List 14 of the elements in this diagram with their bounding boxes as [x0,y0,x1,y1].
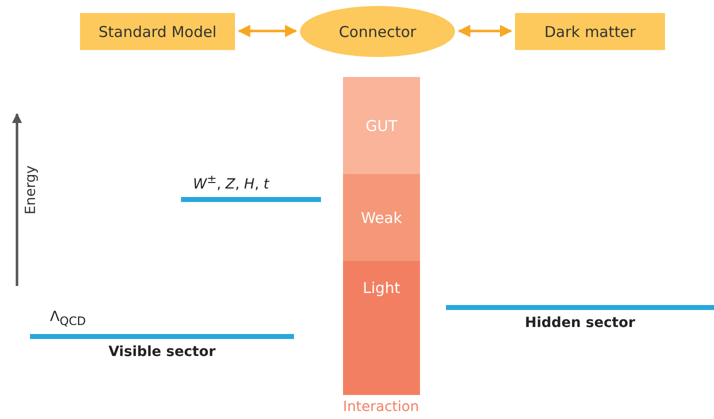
rectangle-box: Standard Model [80,13,235,50]
axis-label: Energy [23,166,39,214]
scale-label: W$^{±}$, Z, H, t [193,172,269,193]
scale-label: Λ$_{QCD}$ [50,309,86,328]
caption: Interaction [343,399,419,415]
sector-label: Visible sector [108,344,216,360]
interaction-band: Weak [343,174,420,261]
interaction-band: GUT [343,77,420,174]
ellipse-node: Connector [300,6,455,57]
interaction-band: Light [343,261,420,395]
sector-label: Hidden sector [524,315,636,331]
double-arrow [458,24,512,38]
double-arrow [238,24,298,38]
rectangle-box: Dark matter [515,13,665,50]
